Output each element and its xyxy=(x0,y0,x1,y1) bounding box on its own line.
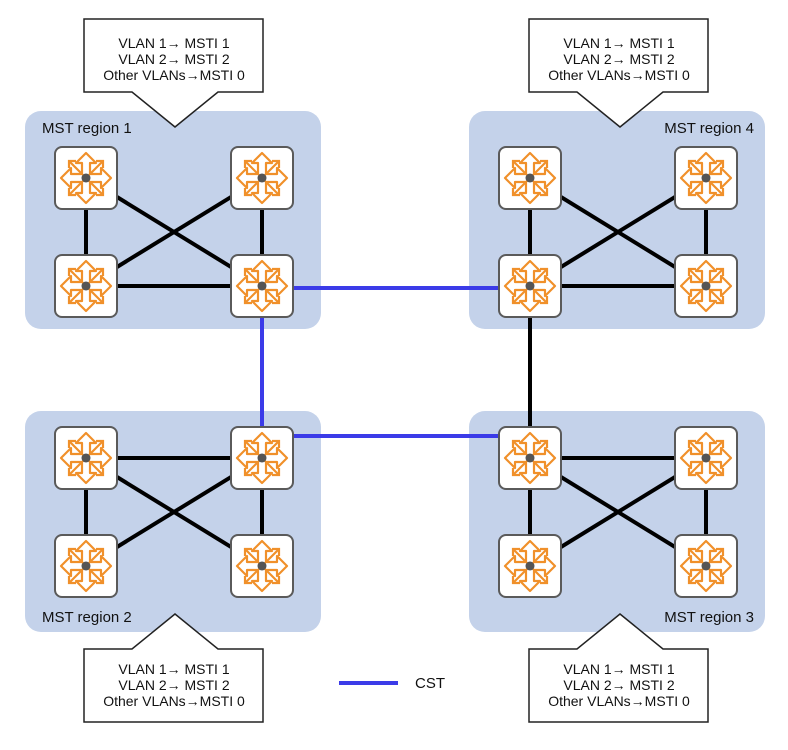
legend-cst-label: CST xyxy=(415,675,445,692)
switch-icon xyxy=(229,253,295,319)
region-3-label: MST region 3 xyxy=(664,609,754,626)
callout-region-2: VLAN 1→ MSTI 1 VLAN 2→ MSTI 2 Other VLAN… xyxy=(83,613,264,723)
switch-icon xyxy=(53,533,119,599)
callout-line-1: VLAN 1→ MSTI 1 xyxy=(563,661,674,677)
switch-icon xyxy=(673,533,739,599)
callout-region-1: VLAN 1→ MSTI 1 VLAN 2→ MSTI 2 Other VLAN… xyxy=(83,18,264,128)
switch-icon xyxy=(673,425,739,491)
callout-line-1: VLAN 1→ MSTI 1 xyxy=(563,35,674,51)
callout-region-3: VLAN 1→ MSTI 1 VLAN 2→ MSTI 2 Other VLAN… xyxy=(528,613,709,723)
intra-region-links xyxy=(84,176,708,568)
callout-line-3: Other VLANs→MSTI 0 xyxy=(103,693,245,709)
callout-line-1: VLAN 1→ MSTI 1 xyxy=(118,661,229,677)
callout-line-1: VLAN 1→ MSTI 1 xyxy=(118,35,229,51)
switch-icon xyxy=(229,145,295,211)
callout-line-3: Other VLANs→MSTI 0 xyxy=(548,67,690,83)
callout-region-4: VLAN 1→ MSTI 1 VLAN 2→ MSTI 2 Other VLAN… xyxy=(528,18,709,128)
switch-icon xyxy=(53,253,119,319)
switch-icon xyxy=(53,145,119,211)
callout-line-2: VLAN 2→ MSTI 2 xyxy=(118,677,229,693)
region-2-label: MST region 2 xyxy=(42,609,132,626)
region-4-label: MST region 4 xyxy=(664,120,754,137)
legend: CST xyxy=(339,675,445,692)
callout-line-3: Other VLANs→MSTI 0 xyxy=(103,67,245,83)
switch-icon xyxy=(673,253,739,319)
switch-icon xyxy=(497,253,563,319)
callout-line-2: VLAN 2→ MSTI 2 xyxy=(118,51,229,67)
switch-icon xyxy=(673,145,739,211)
callout-line-2: VLAN 2→ MSTI 2 xyxy=(563,51,674,67)
region-1-label: MST region 1 xyxy=(42,120,132,137)
callout-line-2: VLAN 2→ MSTI 2 xyxy=(563,677,674,693)
switch-icon xyxy=(497,425,563,491)
switch-icon xyxy=(229,425,295,491)
switch-icon xyxy=(497,145,563,211)
callout-line-3: Other VLANs→MSTI 0 xyxy=(548,693,690,709)
switch-icon xyxy=(497,533,563,599)
switch-icon xyxy=(229,533,295,599)
switch-icon xyxy=(53,425,119,491)
